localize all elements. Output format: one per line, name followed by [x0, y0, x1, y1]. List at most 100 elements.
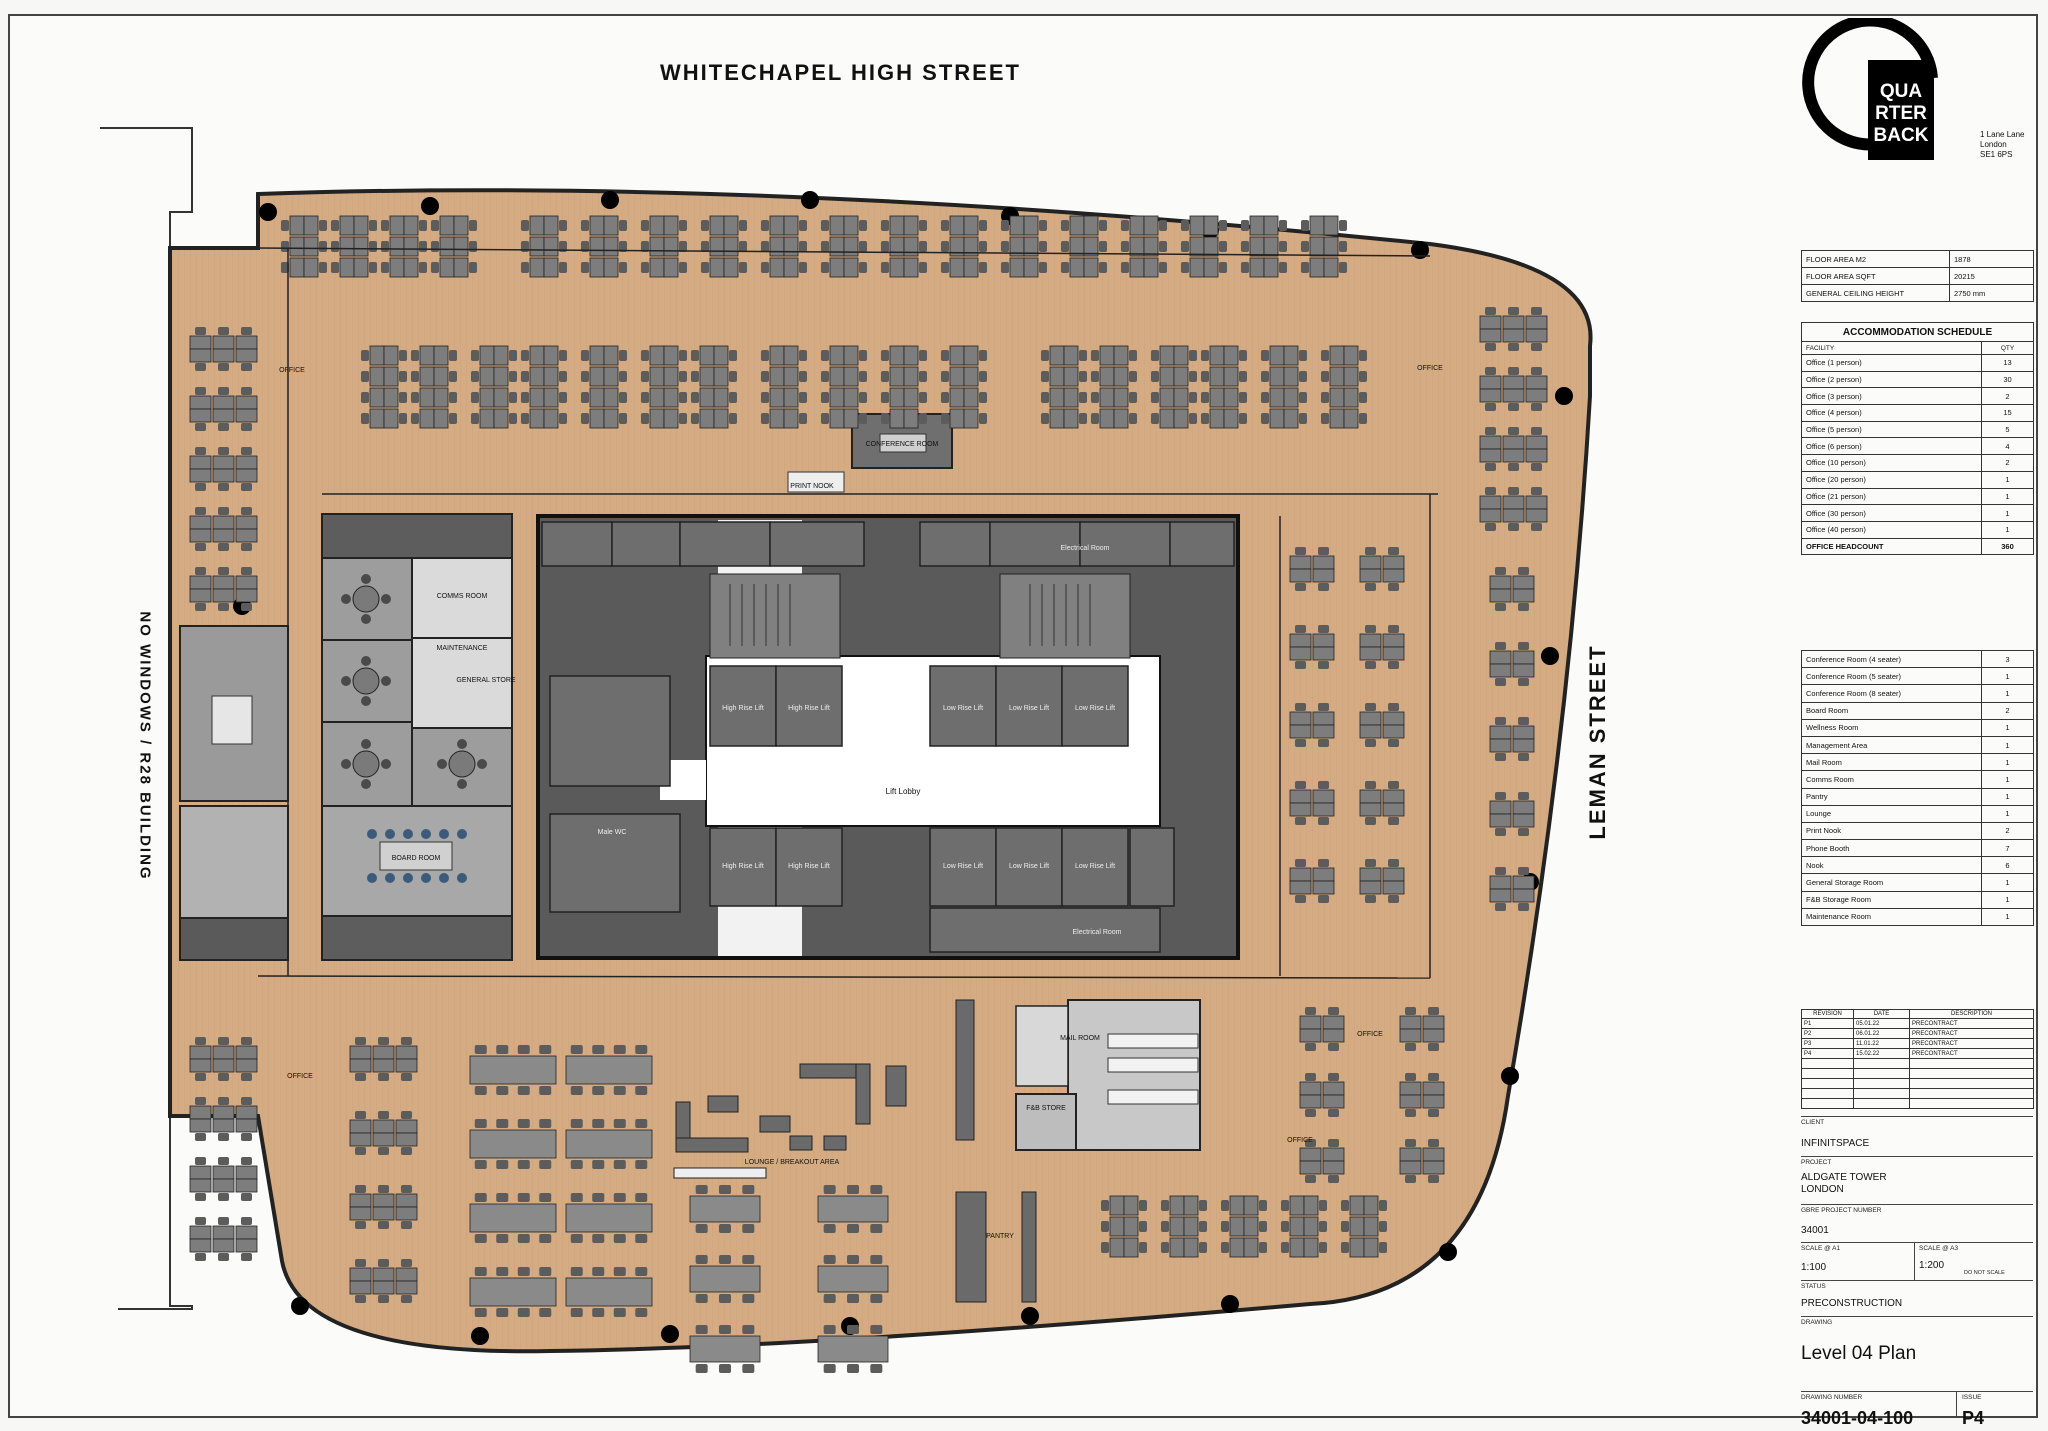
accommodation-row: Office (21 person)1 [1801, 487, 2035, 506]
revision-description: PRECONTRACT [1909, 1038, 2034, 1049]
office-label: OFFICE [287, 1073, 313, 1080]
desk-pod [1289, 625, 1335, 669]
desk-pod [189, 387, 258, 431]
desk-pod [431, 215, 477, 278]
desk-pod [1341, 1195, 1387, 1258]
revision-cell-empty [1853, 1068, 1910, 1079]
desk-pod [189, 507, 258, 551]
meeting-room-cluster [321, 513, 513, 961]
facility-name: General Storage Room [1801, 873, 1982, 892]
table [469, 1193, 557, 1243]
drawing-title: Level 04 Plan [1801, 1343, 1917, 1364]
facility-name: Conference Room (8 seater) [1801, 684, 1982, 703]
office-headcount-label: OFFICE HEADCOUNT [1801, 537, 1982, 556]
conference-room-label: CONFERENCE ROOM [866, 441, 939, 448]
table [817, 1185, 889, 1233]
desk-pod [1299, 1139, 1345, 1183]
desk-pod [1479, 307, 1548, 351]
desk-pod [349, 1111, 418, 1155]
desk-pod [821, 215, 867, 278]
desk-pod [1299, 1007, 1345, 1051]
desk-pod [471, 345, 517, 429]
scale-a3-label: SCALE @ A3 [1919, 1245, 1959, 1252]
desk-pod [821, 345, 867, 429]
structural-column [1501, 1067, 1519, 1085]
desk-pod [189, 1037, 258, 1081]
table [469, 1045, 557, 1095]
revision-cell-empty [1909, 1068, 2034, 1079]
desk-pod [1241, 215, 1287, 278]
office-label: OFFICE [279, 367, 305, 374]
lift-lobby-label: Lift Lobby [886, 787, 921, 796]
revision-description: PRECONTRACT [1909, 1018, 2034, 1029]
logo-line-2: RTER [1875, 103, 1927, 124]
comms-room-label: COMMS ROOM [437, 593, 488, 600]
partitions [257, 247, 1438, 979]
no-windows-label: NO WINDOWS / R28 BUILDING [136, 611, 154, 881]
accommodation-row: Office (30 person)1 [1801, 504, 2035, 522]
desk-pod [941, 215, 987, 278]
facility-qty: 3 [1981, 649, 2034, 669]
mail-room-label: MAIL ROOM [1060, 1035, 1100, 1042]
facility-name: Maintenance Room [1801, 907, 1982, 927]
desk-pod [349, 1259, 418, 1303]
facility-name: Office (5 person) [1801, 420, 1982, 439]
table [817, 1325, 889, 1373]
facility-qty: 13 [1980, 354, 2035, 372]
desk-pod [1001, 215, 1047, 278]
desk-pod [1121, 215, 1167, 278]
facility-qty: 1 [1981, 718, 2034, 737]
desk-pod [881, 345, 927, 429]
revision-code: P4 [1801, 1048, 1854, 1059]
facility-qty: 2 [1981, 821, 2034, 841]
facility-qty: 1 [1981, 770, 2034, 789]
desk-pod [881, 215, 927, 278]
desk-pod [1479, 367, 1548, 411]
table [565, 1119, 653, 1169]
facility-name: Office (21 person) [1801, 487, 1982, 506]
desk-pod [189, 1217, 258, 1261]
desk-pod [1359, 781, 1405, 825]
table [565, 1193, 653, 1243]
desk-pod [581, 215, 627, 278]
desk-pod [1161, 1195, 1207, 1258]
revision-description: PRECONTRACT [1909, 1028, 2034, 1039]
facility-name: Comms Room [1801, 770, 1982, 789]
facility-name: Office (2 person) [1801, 370, 1982, 389]
issue-label: ISSUE [1962, 1394, 1982, 1401]
desk-pod [1221, 1195, 1267, 1258]
structural-column [661, 1325, 679, 1343]
leman-street-label: LEMAN STREET [1585, 644, 1610, 840]
desk-pod [701, 215, 747, 278]
revision-code: P1 [1801, 1018, 1854, 1029]
desk-pod [189, 1097, 258, 1141]
facility-name: Conference Room (4 seater) [1801, 649, 1982, 669]
revision-date: 06.01.22 [1853, 1028, 1910, 1039]
facility-qty: 1 [1981, 907, 2034, 927]
accommodation-row: Office (1 person)13 [1801, 354, 2035, 372]
structural-column [1541, 647, 1559, 665]
low-rise-lift-label: Low Rise Lift [1009, 863, 1049, 870]
desk-pod [189, 447, 258, 491]
high-rise-lift-label: High Rise Lift [722, 863, 764, 870]
status-value: PRECONSTRUCTION [1801, 1298, 1903, 1309]
structural-column [259, 203, 277, 221]
desk-pod [1181, 215, 1227, 278]
table [689, 1325, 761, 1373]
client-label: CLIENT [1801, 1119, 1825, 1126]
desk-pod [1359, 859, 1405, 903]
project-label: PROJECT [1801, 1159, 1832, 1166]
facility-name: Board Room [1801, 701, 1982, 720]
